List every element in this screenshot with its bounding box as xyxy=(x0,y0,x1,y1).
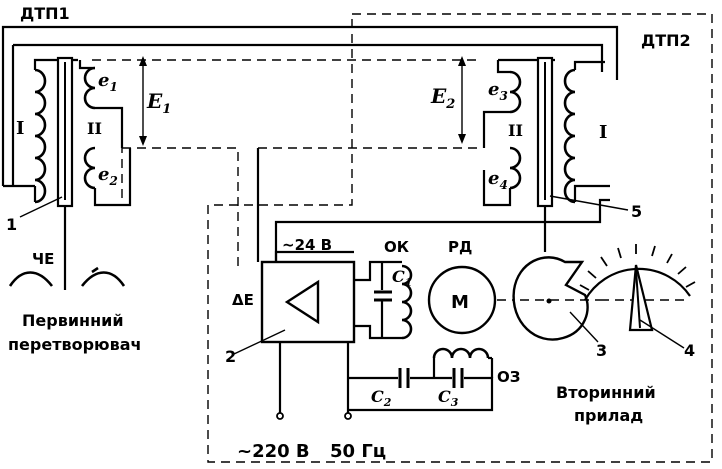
indicator-scale xyxy=(579,244,696,349)
label-coil-I-right: I xyxy=(599,122,607,143)
reversible-motor xyxy=(427,265,520,335)
label-coil-II-right: II xyxy=(508,121,523,140)
label-c2: C2 xyxy=(371,387,392,409)
pointer-needle xyxy=(628,264,654,332)
label-rd: РД xyxy=(448,238,472,256)
dtp1-transducer xyxy=(33,56,147,208)
label-E1: E1 xyxy=(146,89,171,117)
label-E2: E2 xyxy=(430,84,455,112)
label-coil-II-left: II xyxy=(87,119,102,138)
label-dtp1: ДТП1 xyxy=(20,4,70,23)
label-24v: ~24 В xyxy=(282,236,332,254)
secondary-enclosure xyxy=(207,13,713,463)
cam-3 xyxy=(512,256,600,343)
label-secondary-1: Вторинний xyxy=(556,383,656,402)
excitation-coil-ok xyxy=(374,262,413,340)
label-ok: ОК xyxy=(384,238,410,256)
label-e3: e3 xyxy=(488,79,508,103)
label-e1: e1 xyxy=(98,70,118,94)
sensitive-element xyxy=(8,206,126,290)
link-wiring xyxy=(1,25,619,270)
label-motor: М xyxy=(451,292,469,313)
label-oz: ОЗ xyxy=(497,368,520,386)
label-c1: C1 xyxy=(392,267,412,289)
label-e2: e2 xyxy=(98,164,118,188)
label-delta-e: ΔE xyxy=(232,291,254,309)
label-coil-I-left: I xyxy=(16,118,24,139)
label-number-5: 5 xyxy=(631,202,642,221)
label-220v: ~220 В xyxy=(237,441,310,462)
label-secondary-2: прилад xyxy=(574,406,643,425)
label-e4: e4 xyxy=(488,168,508,192)
label-50hz: 50 Гц xyxy=(330,441,386,462)
label-c3: C3 xyxy=(438,387,459,409)
label-che: ЧЕ xyxy=(32,250,54,268)
dtp2-transducer xyxy=(458,56,610,252)
label-primary-2: перетворювач xyxy=(8,335,142,354)
label-number-3: 3 xyxy=(596,341,607,360)
label-number-4: 4 xyxy=(684,341,695,360)
label-primary-1: Первинний xyxy=(22,311,124,330)
capacitors-c2-c3 xyxy=(348,347,494,412)
label-dtp2: ДТП2 xyxy=(641,31,691,50)
label-number-1: 1 xyxy=(6,215,17,234)
label-number-2: 2 xyxy=(225,347,236,366)
